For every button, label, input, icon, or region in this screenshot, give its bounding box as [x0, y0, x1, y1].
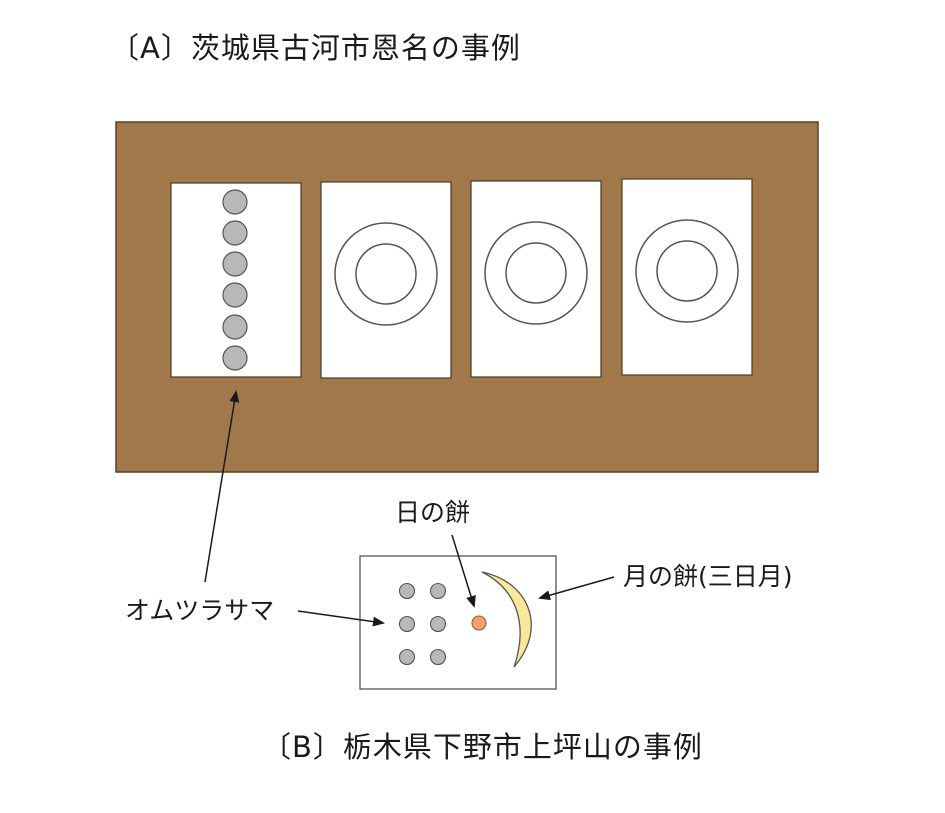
outer-ring: [484, 221, 588, 325]
section-b-title: 〔B〕栃木県下野市上坪山の事例: [262, 730, 703, 764]
omutsura-dots-vertical: [222, 189, 248, 371]
section-a-title: 〔A〕茨城県古河市恩名の事例: [110, 31, 521, 65]
gray-dot: [398, 648, 416, 666]
gray-dot: [429, 648, 447, 666]
moon-mochi-crescent: [481, 571, 532, 668]
arrow-sun-mochi: [451, 534, 476, 608]
inner-ring: [355, 243, 417, 305]
gray-dot: [222, 251, 248, 277]
outer-ring: [635, 219, 739, 323]
panel-ring-3: [621, 178, 753, 376]
gray-dot: [398, 615, 416, 633]
gray-dot: [222, 282, 248, 308]
gray-dot: [398, 582, 416, 600]
inner-ring: [505, 242, 567, 304]
gray-dot: [222, 189, 248, 215]
arrow-omutsura-to-grid: [297, 610, 385, 627]
moon-mochi-label: 月の餅(三日月): [623, 562, 793, 591]
panel-ring-1: [320, 181, 452, 379]
gray-dot: [222, 345, 248, 371]
arrow-omutsura-to-panel: [204, 390, 240, 583]
sun-mochi: [471, 615, 487, 631]
arrow-moon-mochi: [538, 576, 615, 601]
gray-dot: [222, 314, 248, 340]
gray-dot: [429, 582, 447, 600]
outer-ring: [334, 222, 438, 326]
panel-omutsura: [170, 182, 302, 378]
board-a: [115, 121, 819, 473]
omutsura-dots-grid: [398, 582, 447, 666]
panel-ring-2: [470, 180, 602, 378]
gray-dot: [222, 220, 248, 246]
sun-mochi-label: 日の餅: [395, 498, 471, 527]
gray-dot: [429, 615, 447, 633]
board-b: [359, 555, 557, 690]
omutsura-label: オムツラサマ: [125, 596, 275, 625]
inner-ring: [656, 240, 718, 302]
